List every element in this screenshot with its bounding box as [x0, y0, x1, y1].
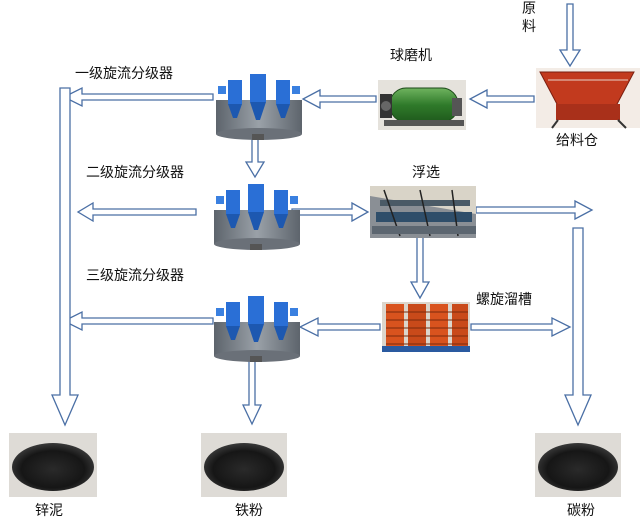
arrow-cyclone3-overflow: [62, 310, 214, 332]
cyclone-2-image: [214, 184, 300, 250]
cyclone-3-image: [214, 296, 300, 362]
cyclone-1-label: 一级旋流分级器: [75, 66, 173, 82]
arrow-zinc-line: [51, 87, 79, 427]
cyclone-3-label: 三级旋流分级器: [86, 268, 184, 284]
arrow-mill-to-cyclone1: [301, 88, 377, 110]
feeder-bin-image: [536, 68, 640, 129]
iron-powder-label: 铁粉: [235, 503, 263, 519]
arrow-spiral-to-cyclone3: [298, 316, 381, 338]
feeder-label: 给料仓: [556, 133, 598, 149]
spiral-chute-image: [382, 302, 470, 352]
ball-mill-label: 球磨机: [390, 48, 432, 64]
arrow-spiral-right: [470, 316, 572, 338]
spiral-chute-label: 螺旋溜槽: [476, 292, 532, 308]
ball-mill-image: [378, 80, 466, 130]
cyclone-1-image: [216, 74, 302, 140]
arrows: [51, 3, 594, 427]
arrow-cyclone1-overflow: [62, 86, 214, 108]
arrow-cyclone2-right: [291, 201, 370, 223]
arrow-carbon-line: [564, 227, 592, 427]
zinc-sludge-label: 锌泥: [35, 503, 63, 519]
arrow-feeder-to-mill: [468, 88, 535, 110]
arrow-flotation-right: [475, 199, 594, 221]
arrow-raw-to-feeder: [558, 3, 582, 68]
cyclone-2-label: 二级旋流分级器: [86, 165, 184, 181]
flotation-image: [370, 186, 476, 238]
flotation-label: 浮选: [412, 165, 440, 181]
arrow-flotation-to-spiral: [409, 235, 431, 300]
raw-material-label: 原料: [522, 1, 536, 35]
arrow-cyclone1-to-cyclone2: [244, 136, 266, 179]
arrow-cyclone2-flotation: [76, 201, 197, 223]
carbon-powder-label: 碳粉: [567, 503, 595, 519]
zinc-sludge-pile: [9, 433, 97, 497]
arrow-cyclone3-to-iron: [241, 353, 263, 426]
carbon-powder-pile: [535, 433, 621, 497]
iron-powder-pile: [201, 433, 287, 497]
